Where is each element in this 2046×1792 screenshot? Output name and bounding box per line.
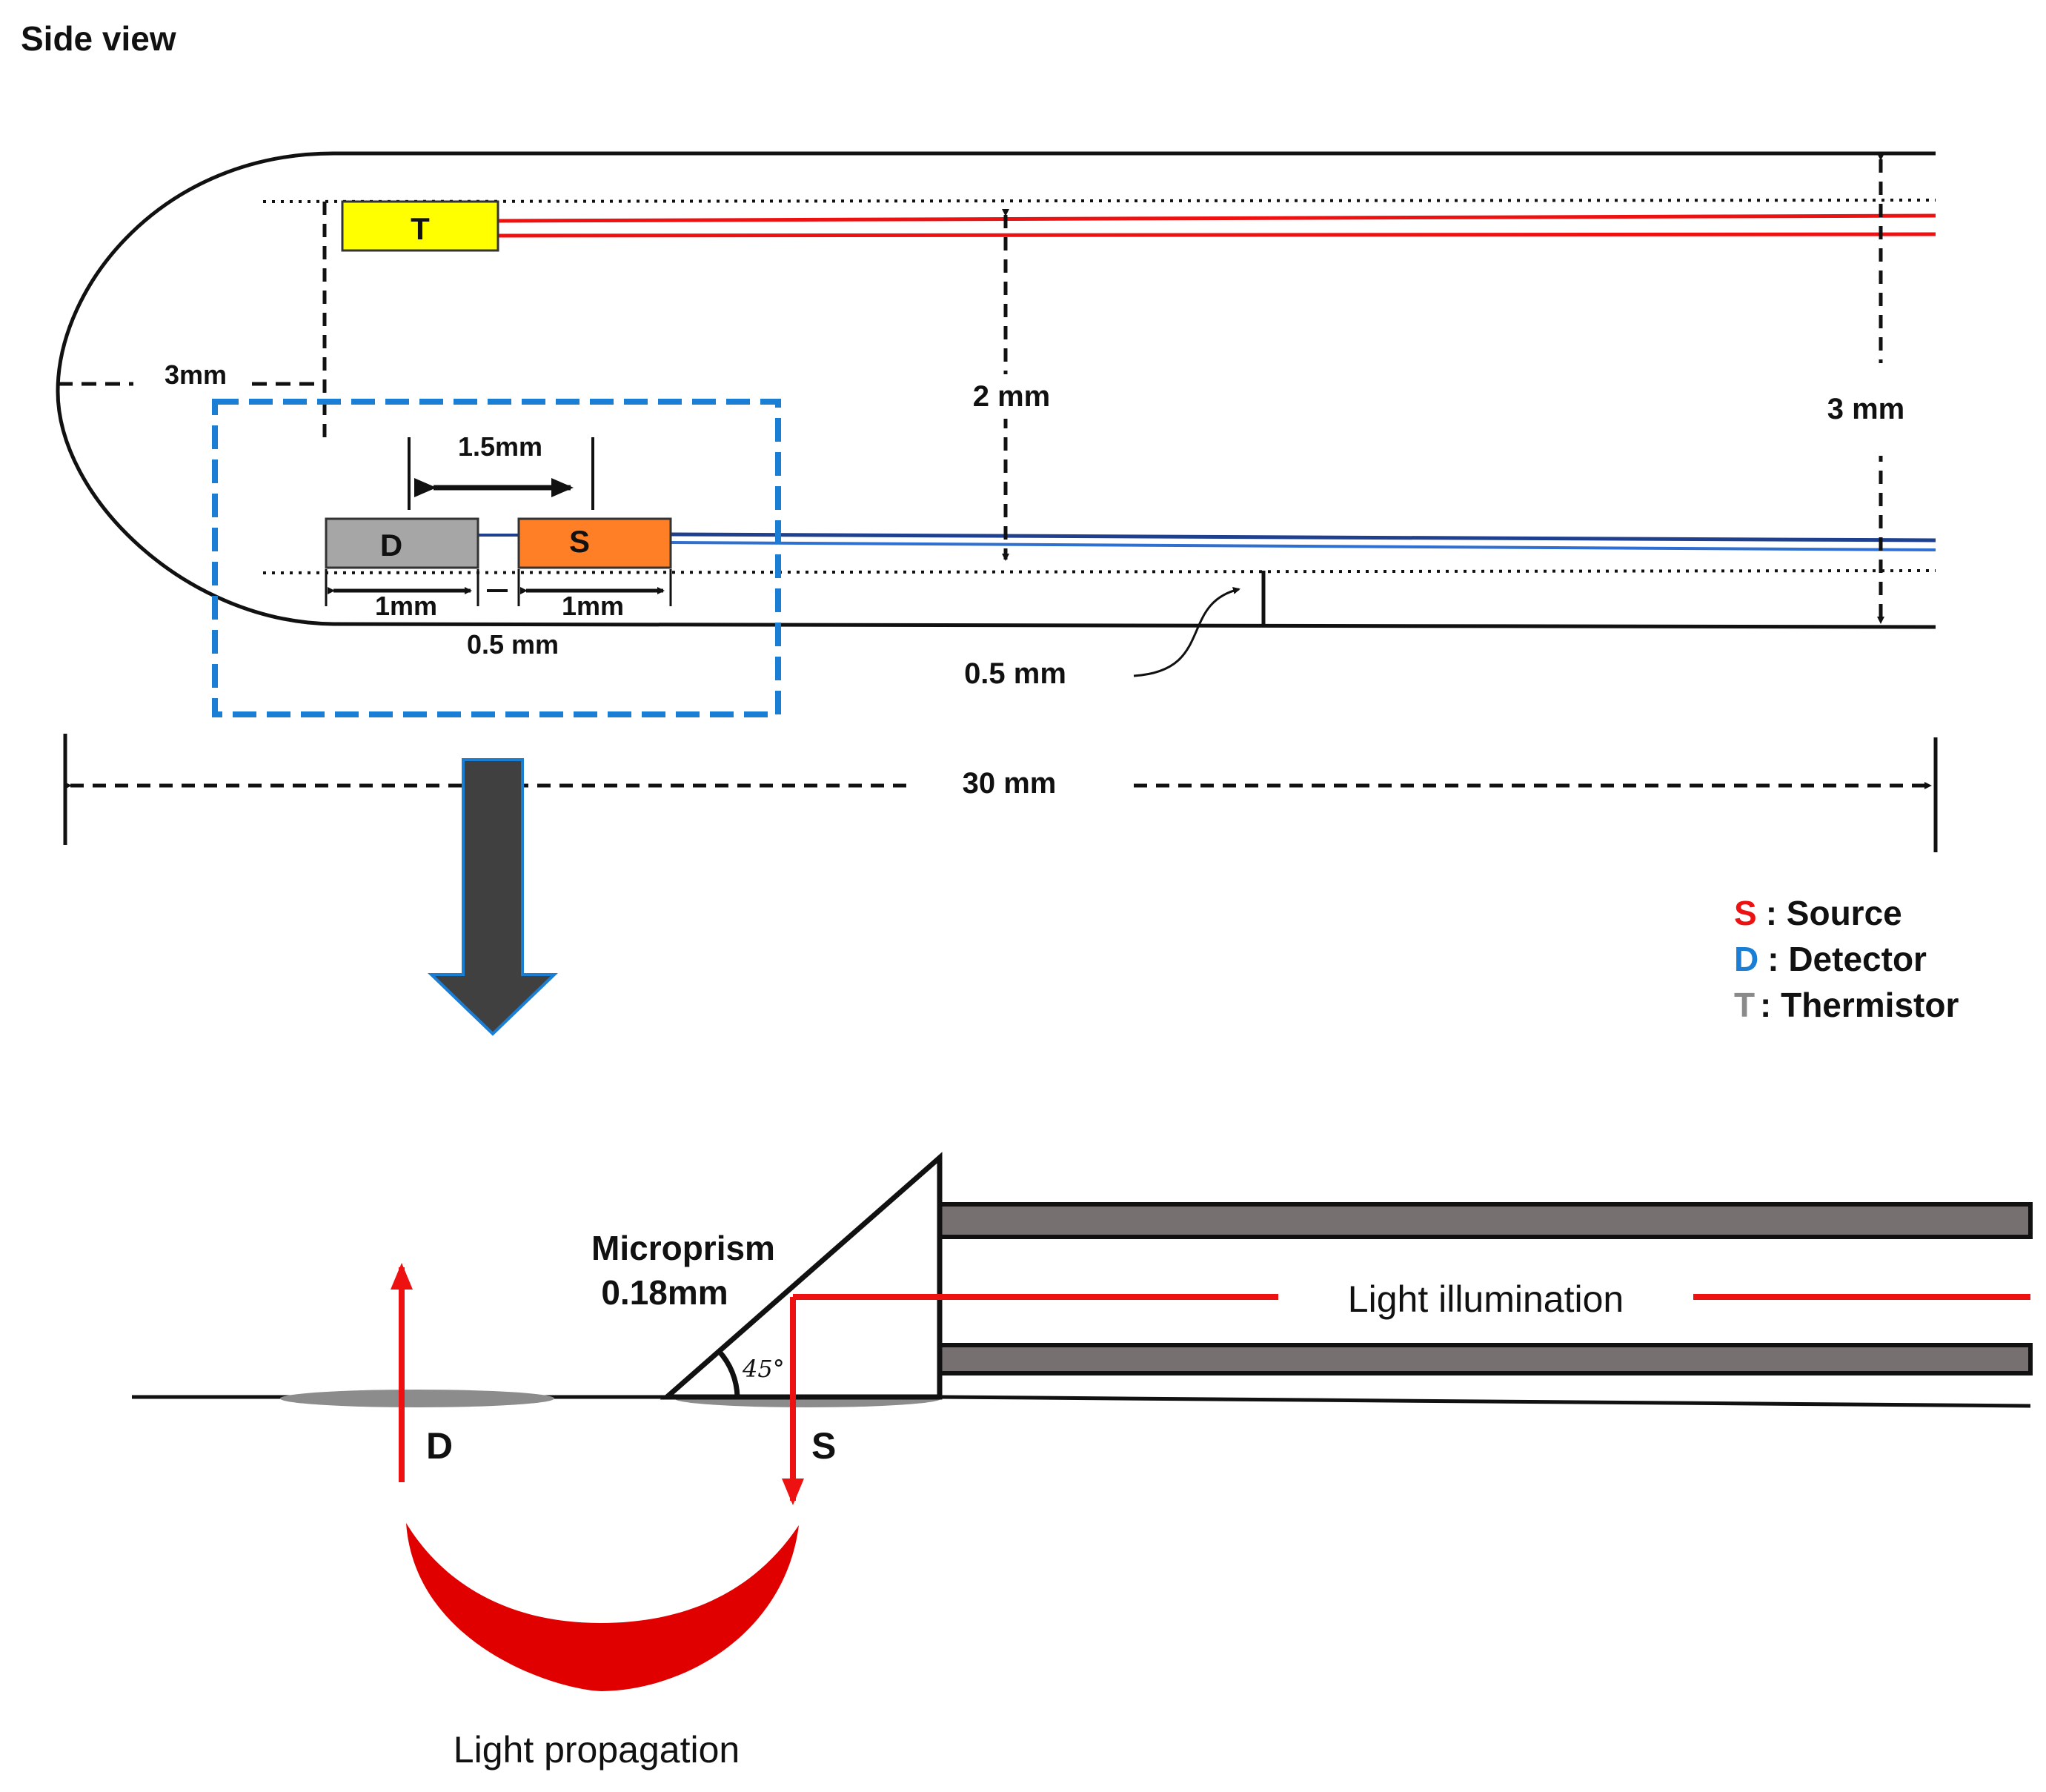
source-box: [517, 517, 672, 569]
thermistor-wire-2: [497, 232, 1936, 238]
legend-thermistor: T: Thermistor: [1734, 986, 1959, 1024]
tip-radius-label: 3mm: [165, 359, 227, 390]
illumination-label: Light illumination: [1348, 1278, 1624, 1320]
source-fiber-1: [670, 532, 1936, 542]
legend-source-text: : Source: [1766, 894, 1902, 932]
figure-title: Side view: [21, 19, 176, 58]
dotted-ref-bottom: [262, 569, 1936, 574]
fiber-cladding-bottom: [937, 1343, 2033, 1375]
legend: S: Source D: Detector T: Thermistor: [1734, 894, 1959, 1024]
detector-window: [280, 1390, 554, 1407]
legend-detector-text: : Detector: [1767, 940, 1927, 978]
source-label-bottom: S: [811, 1425, 836, 1467]
angle-label: 45°: [742, 1355, 785, 1383]
length-label: 30 mm: [963, 767, 1057, 800]
microprism: [660, 1152, 943, 1400]
height-2mm-label: 2 mm: [973, 380, 1051, 413]
detector-label-bottom: D: [426, 1425, 453, 1467]
detector-letter: D: [380, 528, 402, 563]
legend-detector-letter: D: [1734, 940, 1758, 978]
microprism-detail: 45° Microprism 0.18mm Light illumination…: [132, 1152, 2033, 1771]
legend-source: S: Source: [1734, 894, 1902, 932]
highlight-box: [212, 399, 781, 717]
probe-outline: [56, 151, 1936, 629]
probe-side-view: 3mm T D S 1.5mm 1mm 1mm 0.5 mm 2 mm: [56, 151, 1956, 852]
fiber-cladding-top: [937, 1202, 2033, 1239]
source-width-label: 1mm: [562, 591, 624, 621]
sd-distance-label: 1.5mm: [458, 431, 542, 462]
legend-detector: D: Detector: [1734, 940, 1927, 978]
legend-thermistor-text: : Thermistor: [1760, 986, 1959, 1024]
gap-label: 0.5 mm: [467, 629, 559, 660]
zoom-down-arrow: [428, 758, 558, 1036]
legend-source-letter: S: [1734, 894, 1757, 932]
legend-thermistor-letter: T: [1734, 986, 1755, 1024]
height-3mm-label: 3 mm: [1827, 393, 1905, 425]
probe-bottom-line: [939, 1395, 2031, 1408]
light-propagation-banana: [406, 1523, 799, 1691]
offset-leader: [1133, 587, 1240, 677]
offset-label: 0.5 mm: [964, 657, 1066, 690]
source-fiber-2: [670, 541, 1936, 551]
detector-width-label: 1mm: [375, 591, 437, 621]
thermistor-box: [341, 200, 499, 252]
microprism-size-label: 0.18mm: [601, 1273, 728, 1312]
height-3mm-mask: [1808, 363, 1956, 456]
source-letter: S: [569, 524, 590, 559]
microprism-label: Microprism: [591, 1229, 775, 1267]
height-2mm-mask: [956, 374, 1060, 419]
angle-arc: [717, 1349, 740, 1398]
propagation-label: Light propagation: [454, 1729, 740, 1771]
detector-box: [325, 517, 479, 569]
thermistor-letter: T: [411, 211, 430, 246]
thermistor-wire-1: [497, 213, 1936, 223]
dotted-ref-top: [262, 199, 1936, 203]
